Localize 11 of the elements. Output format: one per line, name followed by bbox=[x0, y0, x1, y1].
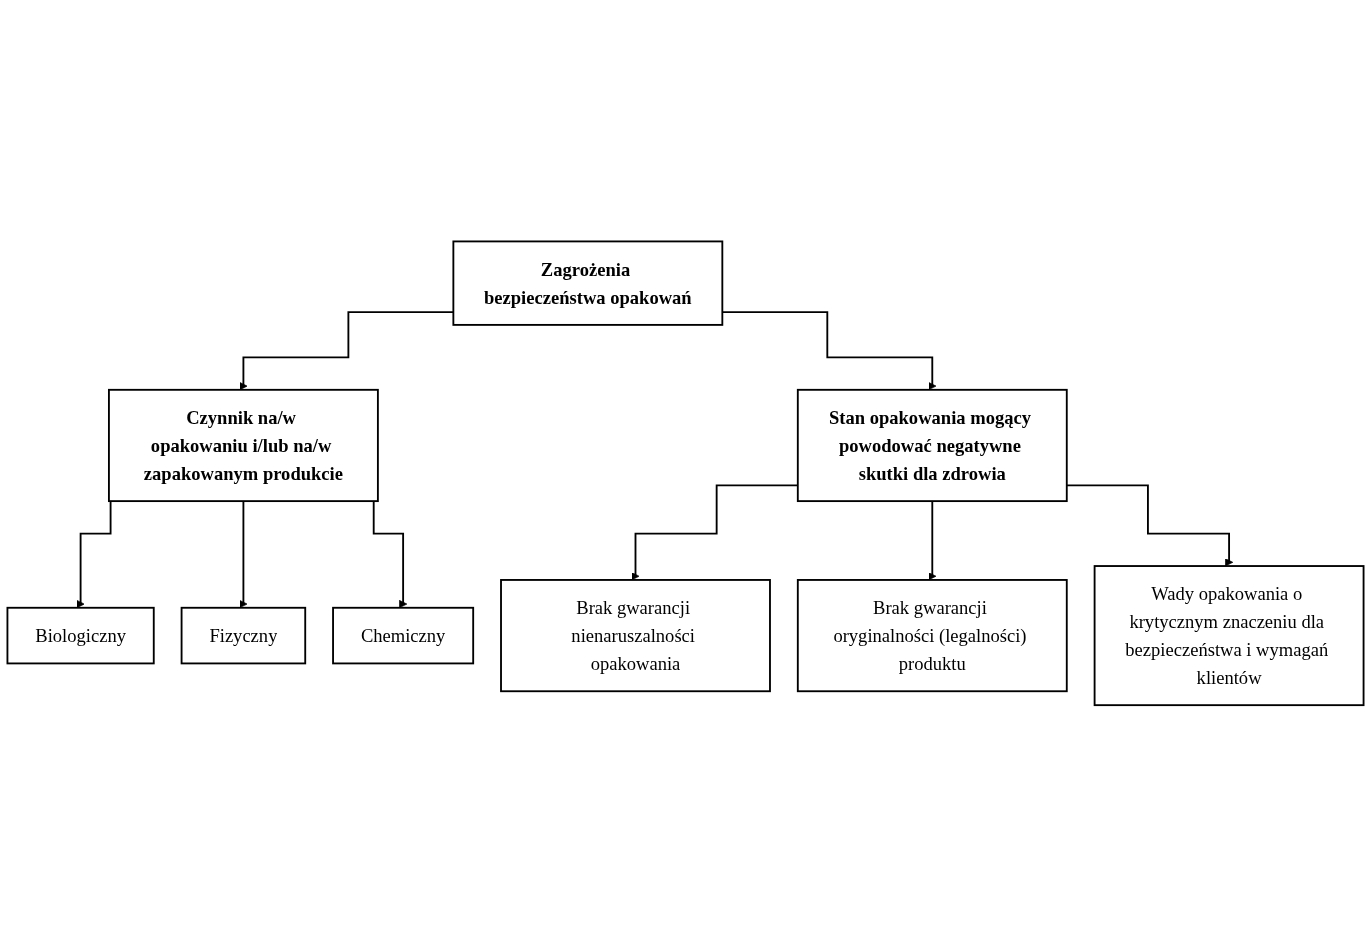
node-box: Brak gwarancji nienaruszalności opakowania bbox=[500, 579, 771, 693]
node-box: Stan opakowania mogący powodować negatywne skutki dla zdrowia bbox=[796, 389, 1068, 503]
arrow bbox=[928, 500, 937, 581]
arrow bbox=[239, 500, 248, 609]
node-box: Biologiczny bbox=[6, 607, 155, 665]
node-box: Czynnik na/w opakowaniu i/lub na/w zapakowanym produkcie bbox=[108, 389, 379, 503]
node-box: Brak gwarancji oryginalności (legalności) produktu bbox=[796, 579, 1068, 693]
node-box: Zagrożenia bezpieczeństwa opakowań bbox=[452, 240, 724, 327]
node-box: Wady opakowania o krytycznym znaczeniu dla bezpieczeństwa i wymagań klientów bbox=[1093, 565, 1365, 707]
node-box: Fizyczny bbox=[180, 607, 307, 665]
node-box: Chemiczny bbox=[332, 607, 475, 665]
